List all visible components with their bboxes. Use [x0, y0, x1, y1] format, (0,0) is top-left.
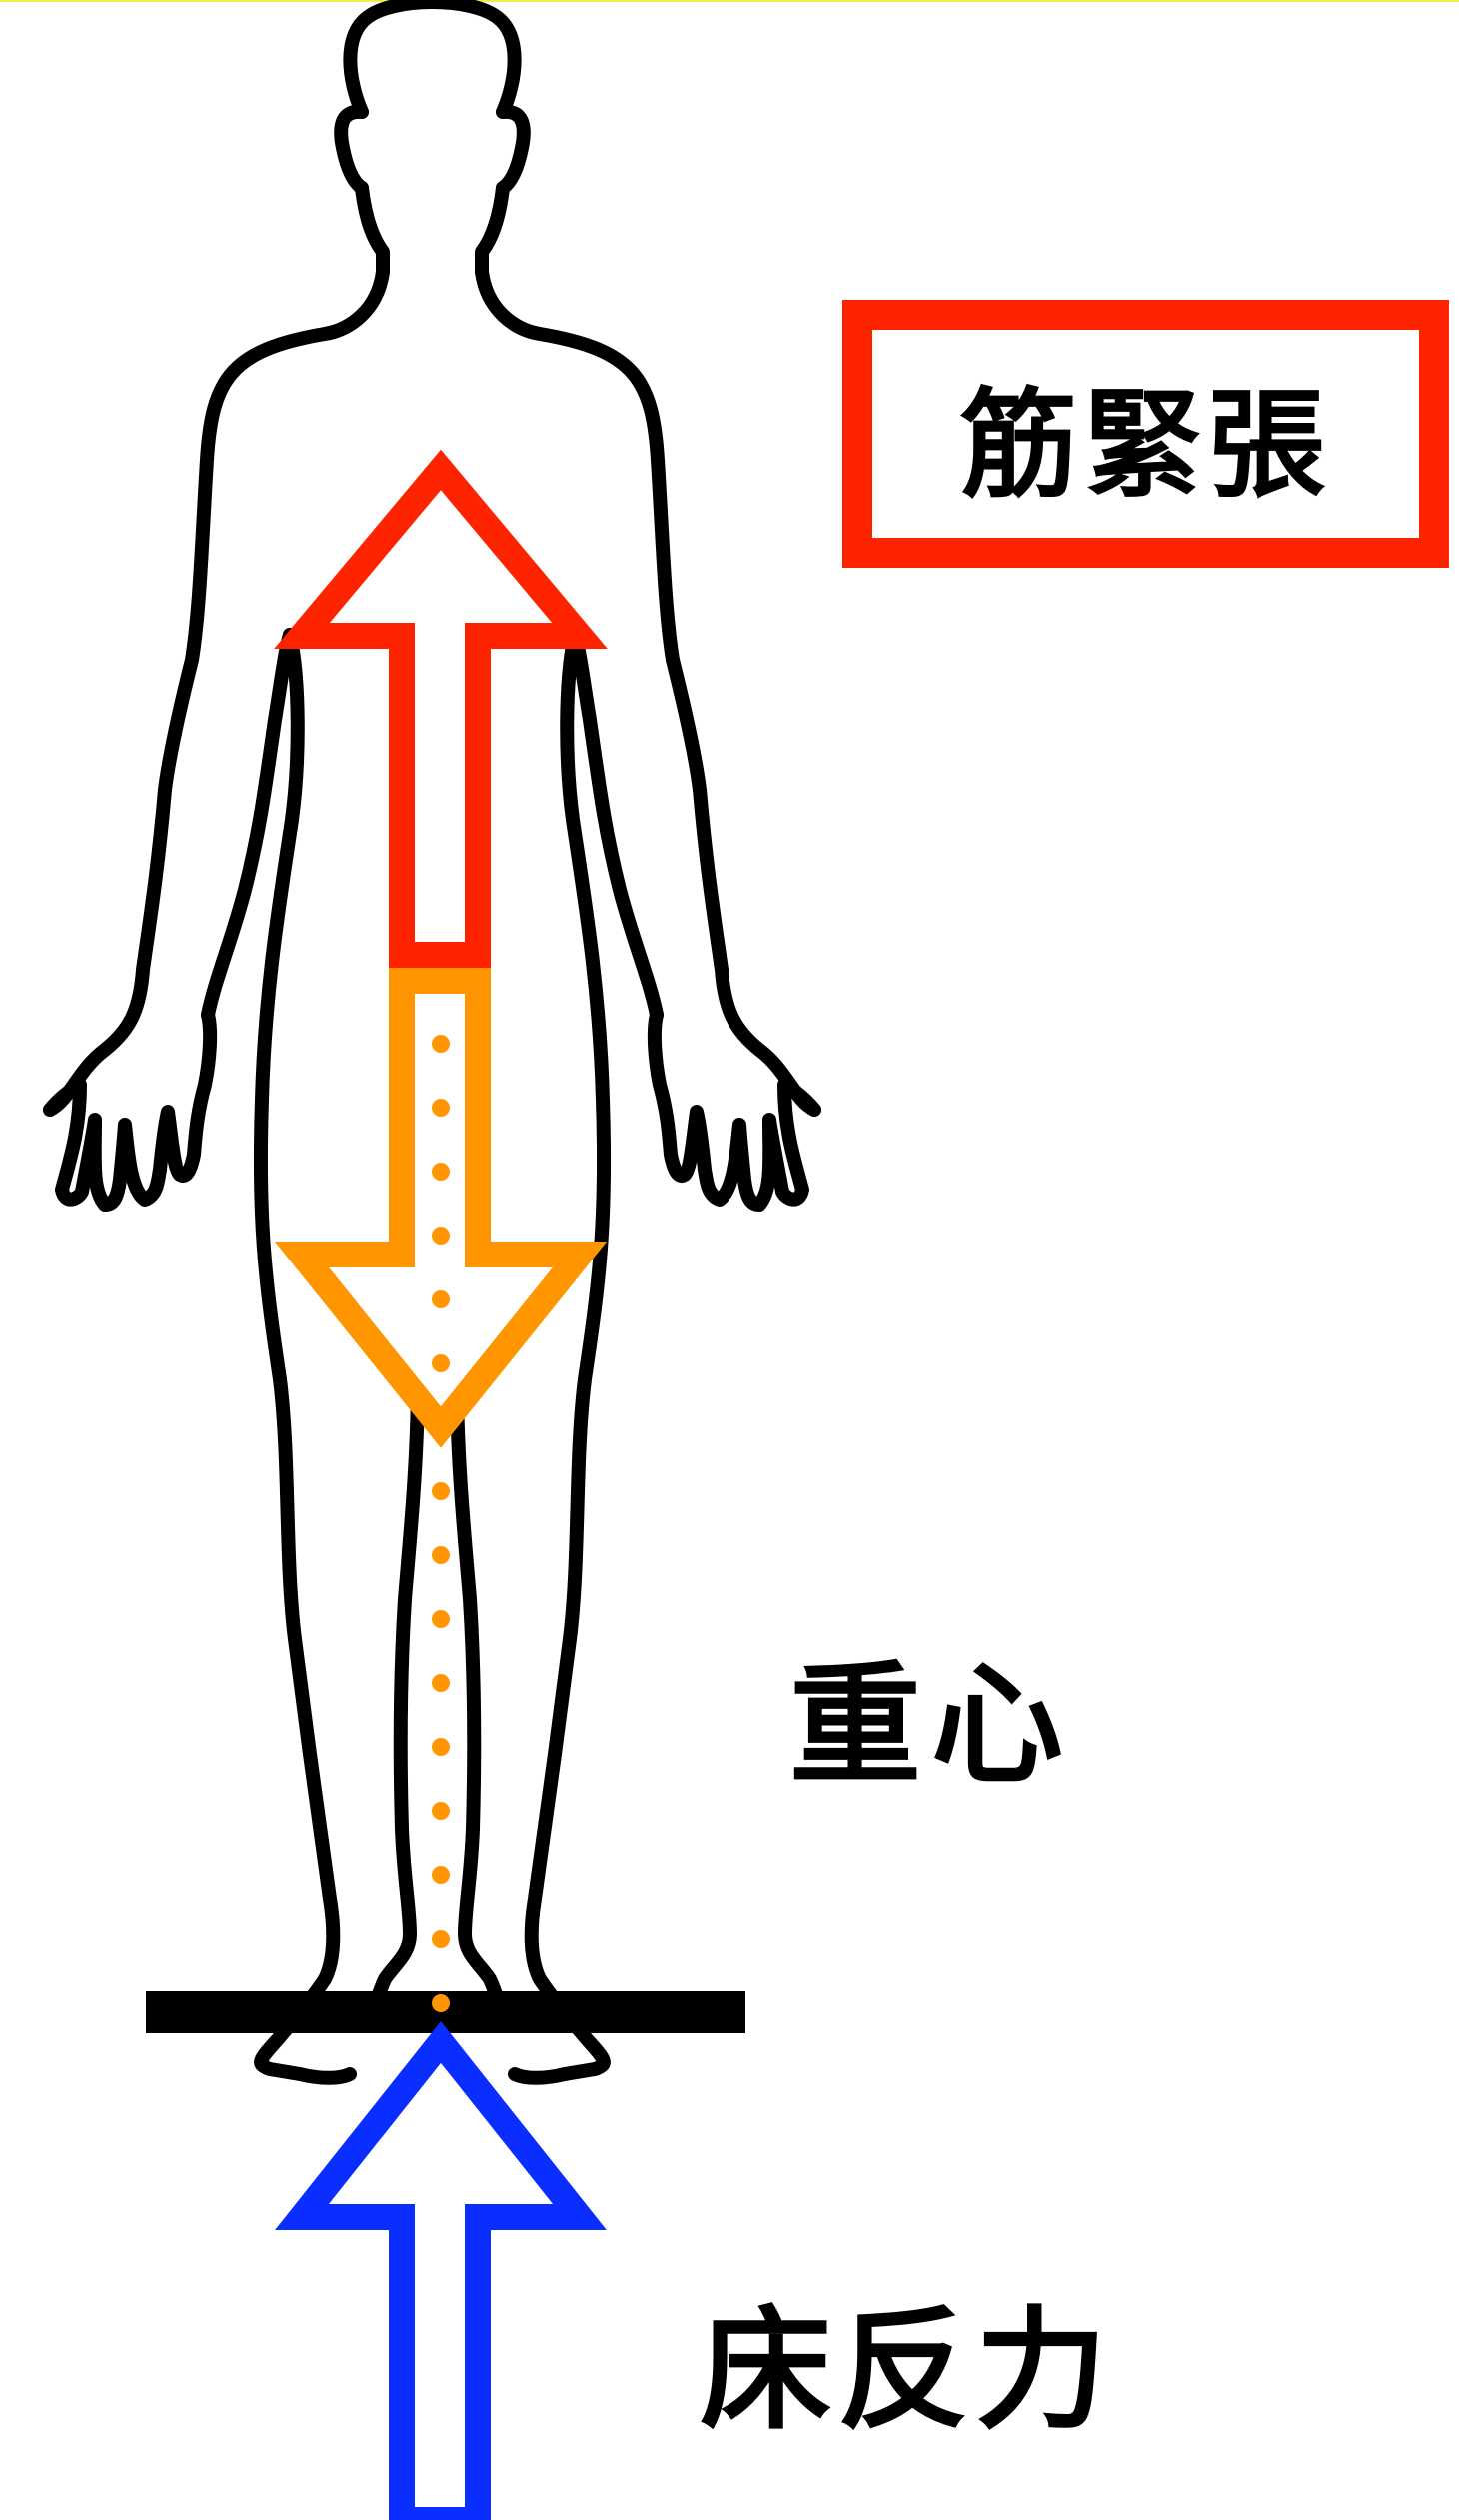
left-hand — [50, 1015, 210, 1205]
gravity-dot — [432, 1227, 450, 1245]
gravity-dot — [432, 1930, 450, 1948]
gravity-dot — [432, 1418, 450, 1436]
head-outline — [350, 2, 514, 112]
gravity-dot — [432, 1290, 450, 1308]
gravity-dot — [432, 1163, 450, 1181]
floor-reaction-label: 床反力 — [700, 2264, 1113, 2455]
gravity-dot — [432, 1802, 450, 1820]
left-ear — [341, 112, 362, 188]
gravity-dot — [432, 1994, 450, 2012]
gravity-dot — [432, 1866, 450, 1884]
gravity-dot — [432, 1482, 450, 1500]
left-body-side — [261, 635, 333, 2074]
gravity-dot — [432, 1738, 450, 1756]
neck-right — [482, 188, 503, 272]
floor-reaction-arrow — [302, 2042, 580, 2520]
right-foot — [515, 2074, 565, 2078]
center-of-gravity-label: 重心 — [789, 1619, 1073, 1810]
gravity-dot — [432, 1354, 450, 1372]
muscle-tension-label-box: 筋緊張 — [842, 300, 1449, 568]
gravity-dot — [432, 1099, 450, 1117]
right-ear — [503, 112, 524, 188]
gravity-dot — [432, 1610, 450, 1628]
muscle-tension-label: 筋緊張 — [959, 349, 1331, 520]
gravity-dot — [432, 1674, 450, 1692]
left-foot — [300, 2074, 350, 2078]
right-body-side — [532, 635, 604, 2074]
muscle-tension-arrow — [302, 470, 580, 955]
right-hand — [655, 1015, 814, 1205]
gravity-dot — [432, 1035, 450, 1053]
gravity-dot — [432, 1546, 450, 1564]
neck-left — [362, 188, 383, 272]
